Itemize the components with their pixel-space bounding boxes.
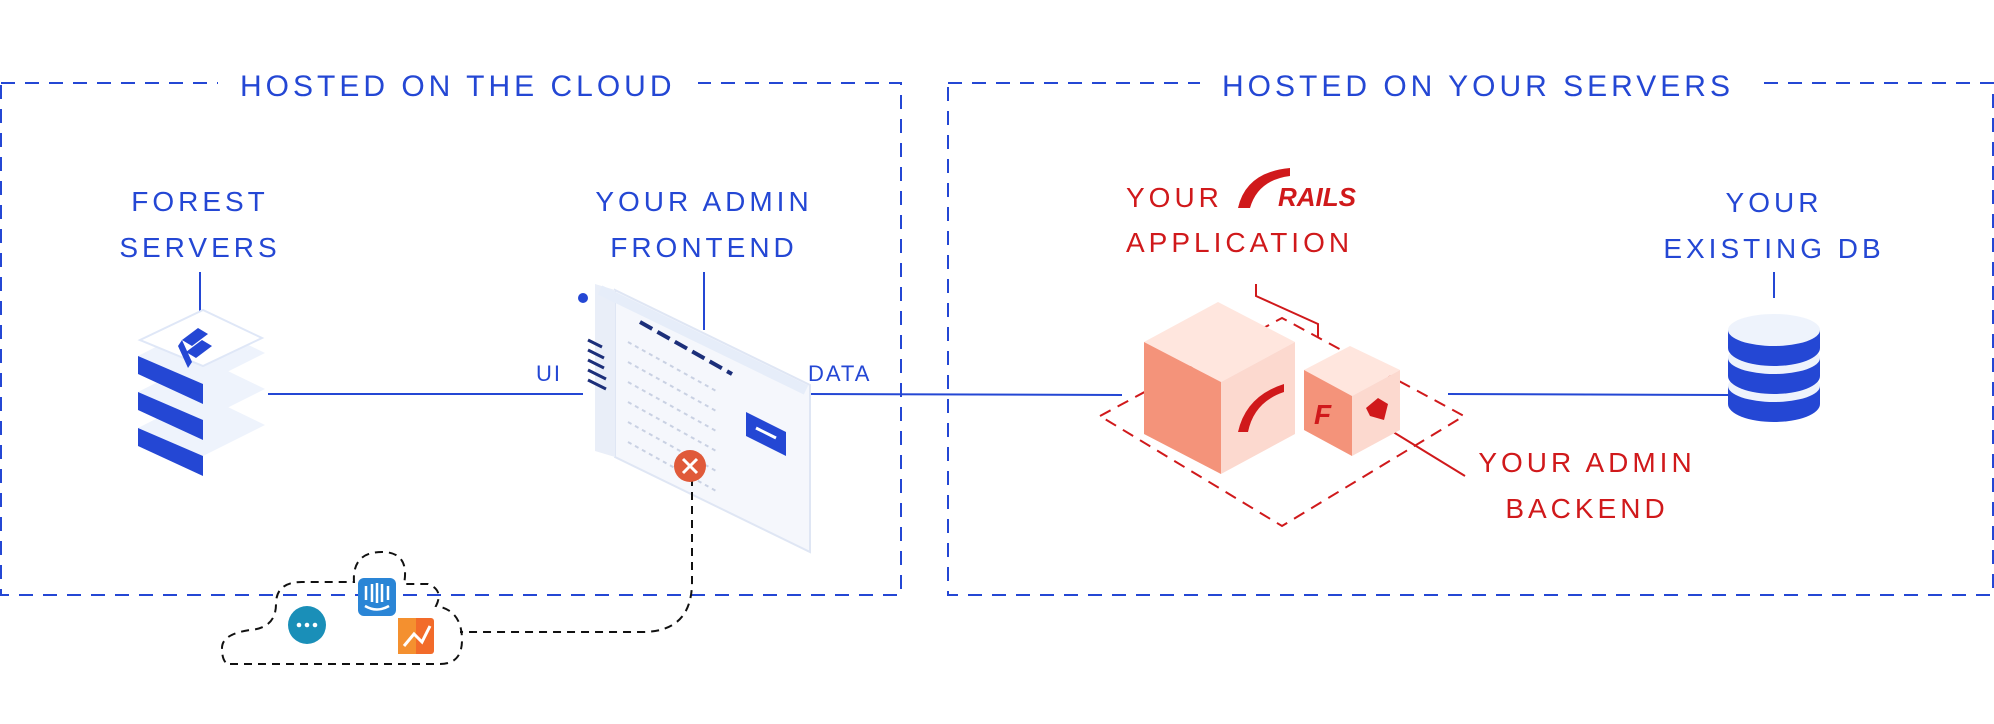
analytics-icon (398, 618, 434, 654)
cloud-panel-title: HOSTED ON THE CLOUD (218, 72, 698, 102)
admin-frontend-window (578, 284, 811, 554)
rails-logo-text: RAILS (1278, 182, 1357, 212)
cloud-panel-border (0, 82, 902, 596)
data-connection-label: DATA (808, 361, 872, 386)
admin-backend-label-line1: YOUR ADMIN (1478, 447, 1696, 478)
window-dot (578, 293, 588, 303)
admin-frontend-label-line1: YOUR ADMIN (595, 186, 813, 217)
forest-logo-icon (178, 328, 212, 368)
db-connector-line (1447, 393, 1729, 396)
ui-connection-label: UI (536, 361, 562, 386)
rails-leader-line (1255, 284, 1319, 338)
backend-leader-line (1389, 429, 1466, 477)
existing-db-label-line2: EXISTING DB (1663, 233, 1885, 264)
rails-application-icon: F (1097, 302, 1467, 528)
existing-db-label-line1: YOUR (1725, 187, 1823, 218)
menu-bars-icon (587, 338, 607, 391)
admin-frontend-label-line2: FRONTEND (610, 232, 798, 263)
data-connector-line (809, 393, 1123, 396)
servers-panel-border (947, 82, 1994, 596)
rails-app-label-line2: APPLICATION (1126, 227, 1354, 258)
admin-backend-label-line2: BACKEND (1505, 493, 1669, 524)
forest-backend-logo-icon: F (1314, 399, 1332, 430)
rails-logo-icon (1238, 384, 1284, 432)
rails-app-label-line1: YOUR (1126, 182, 1223, 213)
servers-panel-title: HOSTED ON YOUR SERVERS (1200, 72, 1756, 102)
frontend-button-icon (746, 412, 786, 456)
forest-servers-label-line2: SERVERS (119, 232, 281, 263)
integration-dashed-path (460, 478, 693, 633)
rails-title-logo-icon: RAILS (1238, 168, 1357, 212)
intercom-icon (358, 578, 396, 616)
database-icon (1728, 314, 1820, 422)
chat-icon (288, 606, 326, 644)
ruby-gem-icon (1366, 398, 1388, 420)
integrations-cloud-outline (220, 550, 464, 665)
error-icon (674, 450, 706, 482)
forest-servers-icon (137, 308, 265, 476)
forest-servers-label-line1: FOREST (131, 186, 269, 217)
